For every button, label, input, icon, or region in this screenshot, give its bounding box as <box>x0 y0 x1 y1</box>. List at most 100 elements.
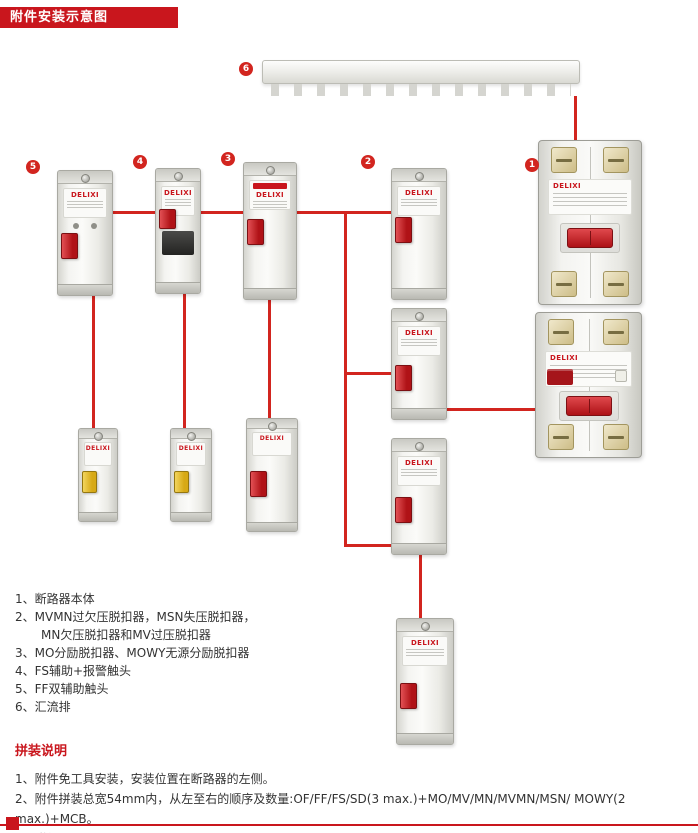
module-terminal <box>244 163 296 176</box>
switch-block <box>162 231 194 255</box>
badge-1: 1 <box>525 158 539 172</box>
module-print <box>401 339 437 348</box>
badge-6: 6 <box>239 62 253 76</box>
module-base <box>58 284 112 295</box>
module-label: DELIXI <box>84 442 112 466</box>
module-base <box>392 408 446 419</box>
badge-3: 3 <box>221 152 235 166</box>
module-toggle <box>400 683 417 709</box>
brand-text: DELIXI <box>259 435 285 442</box>
sub-module-item4: DELIXI <box>170 428 212 522</box>
module-terminal <box>171 429 211 441</box>
module-base <box>156 282 200 293</box>
module-voltage-trip-4: DELIXI <box>396 618 454 745</box>
module-base <box>171 512 211 521</box>
module-print <box>401 469 437 478</box>
module-print <box>401 199 437 208</box>
module-terminal <box>79 429 117 441</box>
module-print <box>165 199 191 208</box>
brand-text: DELIXI <box>70 191 100 199</box>
bottom-terminals <box>551 271 629 297</box>
module-print <box>253 201 287 209</box>
breaker-toggle <box>567 228 613 248</box>
wire-stub-item2-module3 <box>344 544 392 547</box>
legend-item-6: 6、汇流排 <box>15 700 71 714</box>
module-voltage-trip-3: DELIXI <box>391 438 447 555</box>
wire-item2-module4-drop <box>419 553 422 620</box>
module-label: DELIXI <box>161 186 195 216</box>
module-toggle <box>250 471 267 497</box>
module-terminal <box>392 309 446 322</box>
terminal-screw <box>603 147 629 173</box>
spec-print <box>553 193 627 209</box>
module-base <box>247 522 297 531</box>
module-toggle <box>395 497 412 523</box>
breaker-toggle <box>565 396 612 416</box>
terminal-screw <box>603 271 629 297</box>
module-label: DELIXI <box>402 636 448 666</box>
legend-item-5: 5、FF双辅助触头 <box>15 682 109 696</box>
assembly-line-1: 1、附件免工具安装，安装位置在断路器的左侧。 <box>15 772 275 786</box>
module-print <box>406 649 444 658</box>
brand-text: DELIXI <box>404 459 434 467</box>
badge-5: 5 <box>26 160 40 174</box>
wire-item2-vertical <box>344 211 347 547</box>
indicator-dots <box>58 223 112 229</box>
module-toggle <box>159 209 176 229</box>
module-terminal <box>392 169 446 182</box>
module-base <box>244 288 296 299</box>
top-terminals <box>551 147 629 173</box>
main-breaker-bottom: DELIXI <box>535 312 642 458</box>
module-terminal <box>58 171 112 184</box>
module-terminal <box>156 169 200 182</box>
wire-drop-item3 <box>268 298 271 420</box>
footer-marker <box>6 817 19 830</box>
terminal-screw <box>551 271 577 297</box>
module-terminal <box>397 619 453 632</box>
module-terminal <box>247 419 297 431</box>
module-mo-shunt-trip: DELIXI <box>243 162 297 300</box>
module-base <box>392 288 446 299</box>
module-label: DELIXI <box>63 188 107 218</box>
terminal-screw <box>603 424 629 450</box>
module-label: DELIXI <box>252 432 292 456</box>
module-label: DELIXI <box>176 442 206 466</box>
terminal-screw <box>548 424 574 450</box>
assembly-notes: 拼装说明 1、附件免工具安装，安装位置在断路器的左侧。 2、附件拼装总宽54mm… <box>15 740 691 833</box>
module-label: DELIXI <box>249 180 291 210</box>
brand-text: DELIXI <box>553 182 582 190</box>
legend-item-4: 4、FS辅助+报警触头 <box>15 664 131 678</box>
busbar <box>262 60 580 96</box>
legend-item-2: 2、MVMN过欠压脱扣器，MSN失压脱扣器， <box>15 610 256 624</box>
module-toggle <box>395 365 412 391</box>
module-voltage-trip-2: DELIXI <box>391 308 447 420</box>
brand-text: DELIXI <box>178 445 204 452</box>
module-voltage-trip-1: DELIXI <box>391 168 447 300</box>
module-print <box>67 201 103 210</box>
legend-item-3: 3、MO分励脱扣器、MOWY无源分励脱扣器 <box>15 646 250 660</box>
page-title-text: 附件安装示意图 <box>10 10 109 25</box>
footer-rule <box>0 824 698 826</box>
terminal-screw <box>548 319 574 345</box>
module-toggle <box>82 471 97 493</box>
sub-module-item5: DELIXI <box>78 428 118 522</box>
brand-text: DELIXI <box>85 445 111 452</box>
toggle-well <box>560 223 620 253</box>
brand-text: DELIXI <box>410 639 440 647</box>
terminal-screw <box>551 147 577 173</box>
wire-item2-to-breaker2 <box>445 408 538 411</box>
assembly-title: 拼装说明 <box>15 744 68 759</box>
module-label: DELIXI <box>397 456 441 486</box>
brand-text: DELIXI <box>404 329 434 337</box>
wire-stub-item2-module2 <box>344 372 392 375</box>
brand-text: DELIXI <box>404 189 434 197</box>
brand-text: DELIXI <box>550 354 579 362</box>
module-base <box>392 543 446 554</box>
assembly-line-3: 3、附件通用于DZ47v,DZ47vLE,DZ47vP,DZ47vPLE,DZ4… <box>15 829 691 833</box>
page-title: 附件安装示意图 <box>0 7 178 28</box>
module-toggle <box>174 471 189 493</box>
module-base <box>79 512 117 521</box>
badge-4: 4 <box>133 155 147 169</box>
red-label-band <box>253 183 287 189</box>
